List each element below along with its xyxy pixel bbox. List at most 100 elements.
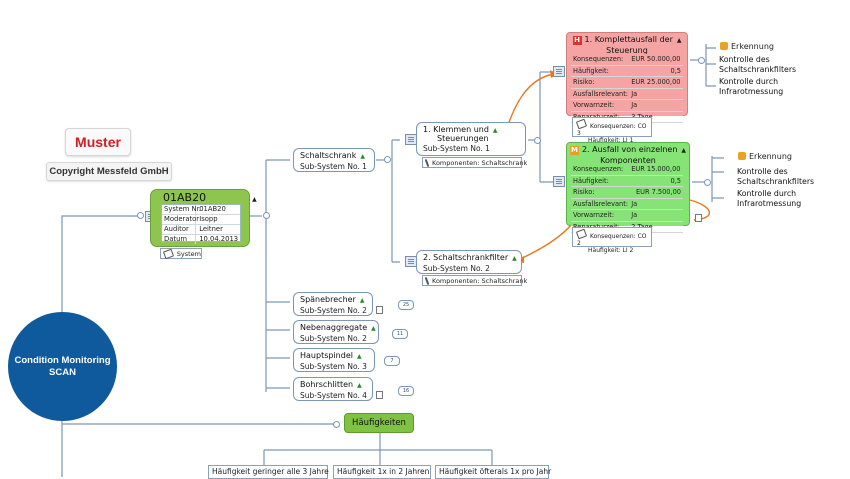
child-count-badge[interactable]: 16	[398, 386, 414, 396]
property-key: Datum	[162, 235, 197, 244]
collapse-triangle-icon[interactable]: ▲	[359, 297, 365, 304]
risk-rating-note[interactable]: Konsequenzen: CO 3 Häufigkeit: LI 1	[572, 117, 652, 144]
kontrolle-item[interactable]: Kontrolle des Schaltschrankfilters	[737, 167, 814, 186]
subsystem-title: Nebenaggregate	[300, 323, 368, 332]
system-tag[interactable]: System	[160, 248, 202, 259]
collapse-triangle-icon[interactable]: ▲	[681, 147, 687, 154]
note-icon[interactable]	[376, 306, 383, 314]
table-row: Vorwarnzeit:Ja	[571, 210, 683, 222]
property-value: 3 Tage	[631, 112, 683, 123]
subsystem-nebenaggregate[interactable]: Nebenaggregate▲ Sub-System No. 2	[293, 320, 379, 344]
risk-title-line2: Komponenten	[600, 155, 656, 165]
connector-collapse-dot[interactable]	[384, 156, 391, 163]
kontrolle-line: Kontrolle des	[719, 55, 770, 64]
subsystem-spaenebrecher[interactable]: Spänebrecher▲ Sub-System No. 2	[293, 292, 373, 316]
collapse-triangle-icon[interactable]: ▲	[252, 196, 257, 203]
haeufigkeit-item[interactable]: Häufigkeit 1x in 2 Jahren	[333, 465, 431, 479]
risk-title-line2: Steuerung	[606, 45, 648, 55]
kontrolle-item[interactable]: Kontrolle des Schaltschrankfilters	[719, 55, 796, 74]
kontrolle-item[interactable]: Kontrolle durch Infrarotmessung	[719, 77, 783, 96]
subsystem-number: Sub-System No. 2	[300, 306, 367, 315]
collapse-triangle-icon[interactable]: ▲	[357, 382, 362, 389]
property-key: Ausfallsrelevant:	[573, 89, 629, 98]
note-icon[interactable]	[695, 214, 702, 222]
risk-rating-note[interactable]: Konsequenzen: CO 2 Häufigkeit: LI 2	[572, 227, 652, 254]
component-tag[interactable]: Komponenten: Schaltschrank	[422, 157, 527, 168]
property-key: Vorwarnzeit:	[573, 101, 615, 109]
thumbs-up-icon	[720, 42, 728, 50]
property-key: Reparaturzeit:	[571, 112, 631, 123]
risk-note-frequency: Häufigkeit: LI 1	[588, 137, 634, 144]
connector-collapse-dot[interactable]	[534, 137, 541, 144]
property-key: Häufigkeit:	[573, 66, 609, 75]
haeufigkeit-item[interactable]: Häufigkeit geringer alle 3 Jahre	[208, 465, 329, 479]
property-value: 10.04.2013	[199, 235, 239, 243]
component-klemmen-steuerungen[interactable]: 1. Klemmen und▲ Steuerungen Sub-System N…	[416, 122, 526, 156]
copyright-label: Copyright Messfeld GmbH	[46, 162, 172, 181]
subsystem-title: Schaltschrank	[300, 151, 357, 160]
table-row: Risiko:EUR 7.500,00	[571, 187, 683, 199]
property-key: Ausfallsrelevant:	[573, 199, 629, 208]
property-value: EUR 25.000,00	[631, 78, 681, 86]
property-value: EUR 15.000,00	[631, 165, 681, 173]
system-tag-label: System	[176, 249, 201, 258]
table-row: System Nr.01AB20	[162, 205, 240, 215]
risk-properties-table: Konsequenzen:EUR 50.000,00 Häufigkeit:0,…	[571, 54, 683, 123]
property-key: Risiko:	[573, 78, 595, 86]
risk-level-badge: H	[572, 36, 582, 45]
component-number: Sub-System No. 2	[423, 264, 490, 273]
property-value: Ja	[631, 89, 638, 98]
property-key: Auditor	[162, 225, 197, 234]
child-count-badge[interactable]: 25	[398, 300, 414, 310]
table-row: Risiko: EUR 25.000,00	[571, 77, 683, 89]
orange-arrow-2	[517, 223, 573, 261]
subsystem-schaltschrank[interactable]: Schaltschrank▲ Sub-System No. 1	[293, 148, 375, 172]
child-count-badge[interactable]: 7	[384, 356, 400, 366]
collapse-triangle-icon[interactable]: ▲	[492, 127, 498, 134]
root-topic[interactable]: Condition Monitoring SCAN	[8, 312, 117, 421]
subsystem-hauptspindel[interactable]: Hauptspindel▲ Sub-System No. 3	[293, 348, 375, 372]
risk-icon	[553, 176, 565, 187]
table-row: Konsequenzen:EUR 15.000,00	[571, 164, 683, 176]
collapse-triangle-icon[interactable]: ▲	[360, 153, 365, 160]
subsystem-number: Sub-System No. 4	[300, 391, 367, 400]
connector-collapse-dot[interactable]	[704, 179, 711, 186]
subsystem-title: Hauptspindel	[300, 351, 353, 360]
component-number: Sub-System No. 1	[423, 144, 490, 153]
risk-level-badge: M	[569, 146, 579, 155]
child-count-badge[interactable]: 11	[392, 329, 408, 339]
component-tag-label: Komponenten: Schaltschrank	[432, 158, 528, 167]
property-value: Ja	[631, 101, 638, 109]
risk-title-line1: 1. Komplettausfall der	[584, 35, 673, 44]
subsystem-title: Bohrschlitten	[300, 380, 354, 389]
haeufigkeit-item[interactable]: Häufigkeit öfterals 1x pro Jahr	[435, 465, 551, 479]
connector-collapse-dot[interactable]	[263, 212, 270, 219]
kontrolle-item[interactable]: Kontrolle durch Infrarotmessung	[737, 189, 801, 208]
collapse-triangle-icon[interactable]: ▲	[356, 353, 362, 360]
property-value: EUR 7.500,00	[635, 188, 681, 196]
haeufigkeiten-topic[interactable]: Häufigkeiten	[344, 413, 414, 433]
table-row: Ausfallsrelevant:Ja	[571, 89, 683, 100]
connector-collapse-dot[interactable]	[333, 421, 340, 428]
tag-icon	[424, 276, 430, 285]
collapse-triangle-icon[interactable]: ▲	[371, 325, 376, 332]
subsystem-number: Sub-System No. 1	[300, 162, 367, 171]
collapse-triangle-icon[interactable]: ▲	[676, 37, 682, 44]
kontrolle-line: Infrarotmessung	[737, 198, 802, 208]
component-tag[interactable]: Komponenten: Schaltschrank	[422, 275, 527, 286]
note-icon[interactable]	[376, 391, 383, 399]
erkennung-label[interactable]: Erkennung	[738, 152, 792, 161]
collapse-triangle-icon[interactable]: ▲	[512, 255, 517, 262]
connector-collapse-dot[interactable]	[698, 57, 705, 64]
connector-collapse-dot[interactable]	[137, 212, 144, 219]
component-schaltschrankfilter[interactable]: 2. Schaltschrankfilter▲ Sub-System No. 2	[416, 250, 522, 274]
erkennung-label[interactable]: Erkennung	[720, 42, 774, 51]
subsystem-title: Spänebrecher	[300, 295, 356, 304]
subsystem-bohrschlitten[interactable]: Bohrschlitten▲ Sub-System No. 4	[293, 377, 373, 401]
component-title-line1: 2. Schaltschrankfilter	[423, 253, 509, 262]
